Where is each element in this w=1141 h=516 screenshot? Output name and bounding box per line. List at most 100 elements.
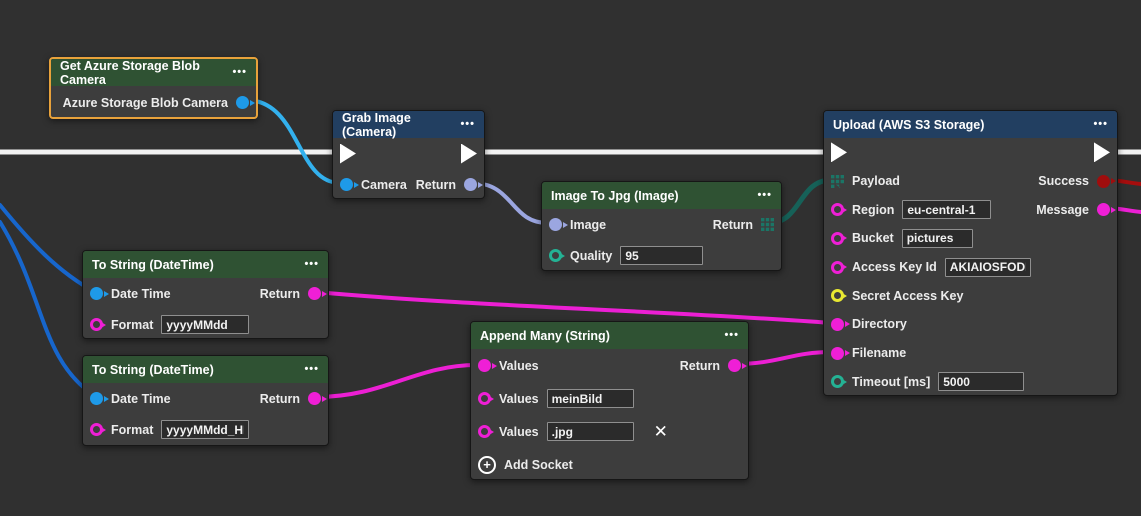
node-header[interactable]: Get Azure Storage Blob Camera •••	[51, 59, 256, 87]
return-output-pin[interactable]	[728, 359, 741, 372]
node-header[interactable]: To String (DateTime) •••	[83, 356, 328, 383]
format-input[interactable]	[161, 315, 250, 334]
camera-input-label: Camera	[361, 177, 407, 192]
quality-input-label: Quality	[570, 248, 613, 263]
exec-in-pin[interactable]	[831, 142, 847, 163]
timeout-input[interactable]	[938, 372, 1025, 392]
region-input[interactable]	[902, 200, 992, 220]
values-input-pin-2[interactable]	[478, 392, 491, 405]
menu-dots-icon[interactable]: •••	[232, 66, 247, 78]
menu-dots-icon[interactable]: •••	[304, 258, 319, 270]
region-input-pin[interactable]	[831, 203, 844, 217]
plus-icon: +	[478, 455, 496, 474]
wire-appendreturn-to-filename[interactable]	[734, 350, 833, 366]
pin-row: Camera Return	[333, 169, 484, 198]
node-header[interactable]: Grab Image (Camera) •••	[333, 110, 484, 139]
datetime-input-pin[interactable]	[90, 392, 103, 405]
menu-dots-icon[interactable]: •••	[460, 118, 475, 130]
delete-socket-icon[interactable]: ✕	[653, 422, 668, 441]
pin-row: Format	[83, 309, 328, 338]
node-header[interactable]: Append Many (String) •••	[471, 322, 748, 349]
return-output-grid-pin[interactable]	[761, 218, 774, 231]
pin-row: Payload Success	[824, 167, 1117, 196]
pin-row: Values ✕	[471, 415, 748, 448]
values-input-label-1: Values	[499, 358, 539, 373]
exec-out-pin[interactable]	[461, 143, 477, 164]
pin-row: Image Return	[542, 209, 781, 240]
add-socket-button[interactable]: + Add Socket	[471, 448, 748, 479]
menu-dots-icon[interactable]: •••	[757, 189, 772, 201]
format-input-pin[interactable]	[90, 318, 103, 331]
node-append-many-string[interactable]: Append Many (String) ••• Values Return V…	[470, 321, 749, 480]
node-to-string-datetime-2[interactable]: To String (DateTime) ••• Date Time Retur…	[82, 355, 329, 446]
menu-dots-icon[interactable]: •••	[304, 363, 319, 375]
quality-input-pin[interactable]	[549, 249, 562, 262]
access-key-id-input-pin[interactable]	[831, 260, 844, 274]
node-title: To String (DateTime)	[92, 362, 214, 377]
exec-in-pin[interactable]	[340, 143, 356, 164]
bucket-input[interactable]	[901, 228, 973, 248]
filename-input-pin[interactable]	[831, 346, 844, 360]
bucket-input-pin[interactable]	[831, 231, 844, 245]
node-header[interactable]: Upload (AWS S3 Storage) •••	[824, 111, 1117, 138]
return-output-pin[interactable]	[308, 392, 321, 405]
node-image-to-jpg[interactable]: Image To Jpg (Image) ••• Image Return Qu…	[541, 181, 782, 271]
node-title: Upload (AWS S3 Storage)	[833, 117, 985, 132]
wire-edge-to-datetime-2[interactable]	[0, 220, 97, 398]
return-output-label: Return	[712, 217, 753, 232]
wire-tostring1-to-directory[interactable]	[314, 290, 833, 325]
camera-output-pin[interactable]	[236, 96, 249, 109]
camera-input-pin[interactable]	[340, 178, 353, 191]
node-title: Grab Image (Camera)	[342, 110, 411, 139]
node-header[interactable]: To String (DateTime) •••	[83, 251, 328, 278]
node-title: Append Many (String)	[480, 328, 610, 343]
node-get-azure-storage-blob-camera[interactable]: Get Azure Storage Blob Camera ••• Azure …	[49, 57, 258, 119]
values-input-label-2: Values	[499, 391, 539, 406]
payload-input-label: Payload	[852, 174, 900, 189]
bucket-input-label: Bucket	[852, 231, 894, 246]
node-grab-image-camera[interactable]: Grab Image (Camera) ••• Camera Return	[332, 110, 485, 199]
access-key-id-input-label: Access Key Id	[852, 260, 937, 275]
pin-row: Values Return	[471, 349, 748, 382]
menu-dots-icon[interactable]: •••	[1093, 118, 1108, 130]
datetime-input-label: Date Time	[111, 391, 171, 406]
datetime-input-pin[interactable]	[90, 287, 103, 300]
output-row: Azure Storage Blob Camera	[51, 86, 256, 117]
wire-azure-to-camera[interactable]	[244, 98, 342, 185]
pin-row: Date Time Return	[83, 383, 328, 414]
directory-input-pin[interactable]	[831, 317, 844, 331]
node-to-string-datetime-1[interactable]: To String (DateTime) ••• Date Time Retur…	[82, 250, 329, 339]
return-output-pin[interactable]	[464, 178, 477, 191]
node-header[interactable]: Image To Jpg (Image) •••	[542, 182, 781, 209]
values-input-pin-1[interactable]	[478, 359, 491, 372]
exec-out-pin[interactable]	[1094, 142, 1110, 163]
secret-access-key-input-pin[interactable]	[831, 289, 844, 303]
format-input[interactable]	[161, 420, 250, 439]
quality-input[interactable]	[620, 246, 704, 265]
menu-dots-icon[interactable]: •••	[724, 329, 739, 341]
timeout-input-pin[interactable]	[831, 375, 844, 389]
datetime-input-label: Date Time	[111, 286, 171, 301]
message-output-pin[interactable]	[1097, 203, 1110, 217]
exec-row	[333, 138, 484, 169]
wire-tostring2-to-values[interactable]	[314, 363, 479, 399]
values-input-pin-3[interactable]	[478, 425, 491, 438]
image-input-pin[interactable]	[549, 218, 562, 231]
pin-row: Values	[471, 382, 748, 415]
return-output-label: Return	[415, 177, 456, 192]
values-input-2[interactable]	[546, 389, 634, 408]
success-output-label: Success	[1038, 174, 1089, 189]
success-output-pin[interactable]	[1097, 174, 1110, 188]
pin-row: Bucket	[824, 224, 1117, 253]
add-socket-label: Add Socket	[504, 457, 573, 472]
format-input-label: Format	[111, 422, 154, 437]
values-input-label-3: Values	[499, 424, 539, 439]
values-input-3[interactable]	[546, 422, 634, 441]
format-input-pin[interactable]	[90, 423, 103, 436]
return-output-pin[interactable]	[308, 287, 321, 300]
payload-input-grid-pin[interactable]	[831, 174, 844, 188]
node-title: To String (DateTime)	[92, 257, 214, 272]
access-key-id-input[interactable]	[944, 257, 1031, 277]
node-upload-aws-s3-storage[interactable]: Upload (AWS S3 Storage) ••• Payload Succ…	[823, 110, 1118, 396]
